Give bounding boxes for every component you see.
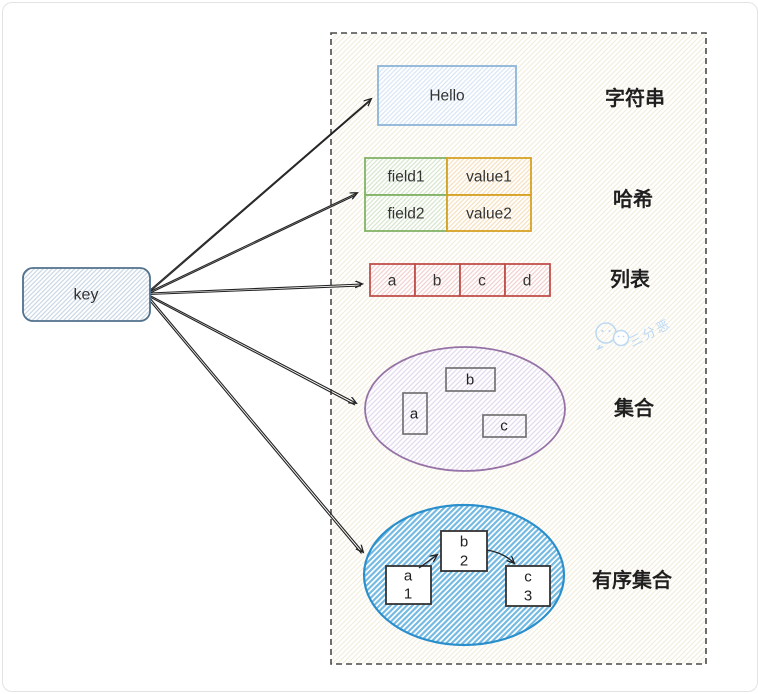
- list-cell-d: [504, 263, 551, 297]
- key-label: key: [74, 287, 99, 304]
- redis-structures-diagram: key Hello 字符串 field1 value1 field2 value…: [22, 32, 707, 665]
- list-cell-b: [414, 263, 461, 297]
- hash-type-label: 哈希: [613, 187, 653, 211]
- hash-value1-text: value1: [466, 169, 512, 186]
- set-box-a: [402, 392, 428, 435]
- list-cells: a b c d: [369, 263, 551, 297]
- list-item-c: c: [478, 273, 486, 290]
- arrow-key-to-string: [148, 99, 371, 293]
- arrow-key-to-list: [148, 284, 362, 296]
- sorted-c-score: 3: [524, 588, 532, 605]
- string-value: Hello: [429, 88, 464, 105]
- list-type-label: 列表: [610, 267, 651, 291]
- hash-value2-text: value2: [466, 206, 512, 223]
- sorted-a-member: a: [404, 568, 413, 585]
- set-item-b: b: [466, 372, 474, 389]
- sorted-box-b: [440, 530, 488, 572]
- sorted-set-type-label: 有序集合: [592, 568, 673, 592]
- list-item-d: d: [523, 273, 532, 290]
- arrow-key-to-sorted-set: [147, 296, 364, 554]
- set-box-b: [445, 367, 496, 392]
- arrow-key-to-hash: [148, 193, 357, 294]
- sorted-c-member: c: [524, 569, 532, 586]
- wechat-icon-bubble: [612, 329, 630, 347]
- set-item-a: a: [410, 406, 419, 423]
- set-ellipse: [364, 346, 566, 472]
- list-item-b: b: [433, 273, 442, 290]
- sorted-b-member: b: [460, 534, 468, 551]
- hash-table: field1 value1 field2 value2: [364, 157, 532, 232]
- sorted-set-arrows: [418, 549, 514, 569]
- set-member-boxes: [402, 367, 527, 438]
- sorted-set-ellipse: [362, 503, 566, 647]
- hash-value1-cell: [446, 157, 532, 196]
- hash-field2-text: field2: [387, 206, 424, 223]
- key-box: [22, 267, 151, 322]
- list-item-a: a: [388, 273, 397, 290]
- sorted-box-a: [385, 565, 432, 605]
- hash-field1-text: field1: [387, 169, 424, 186]
- string-type-label: 字符串: [605, 86, 665, 110]
- arrow-b-to-c: [486, 549, 514, 563]
- sorted-b-score: 2: [460, 553, 468, 570]
- set-type-label: 集合: [613, 396, 655, 420]
- set-item-c: c: [500, 418, 508, 435]
- wechat-icon-tail: [596, 344, 604, 351]
- set-box-c: [482, 414, 527, 438]
- string-box: [377, 65, 517, 126]
- sorted-a-score: 1: [404, 586, 412, 603]
- sorted-box-c: [505, 565, 551, 607]
- arrow-a-to-b: [418, 555, 437, 569]
- sorted-set-member-boxes: [385, 530, 551, 607]
- arrow-key-to-set: [148, 294, 356, 406]
- hash-value2-cell: [446, 194, 532, 232]
